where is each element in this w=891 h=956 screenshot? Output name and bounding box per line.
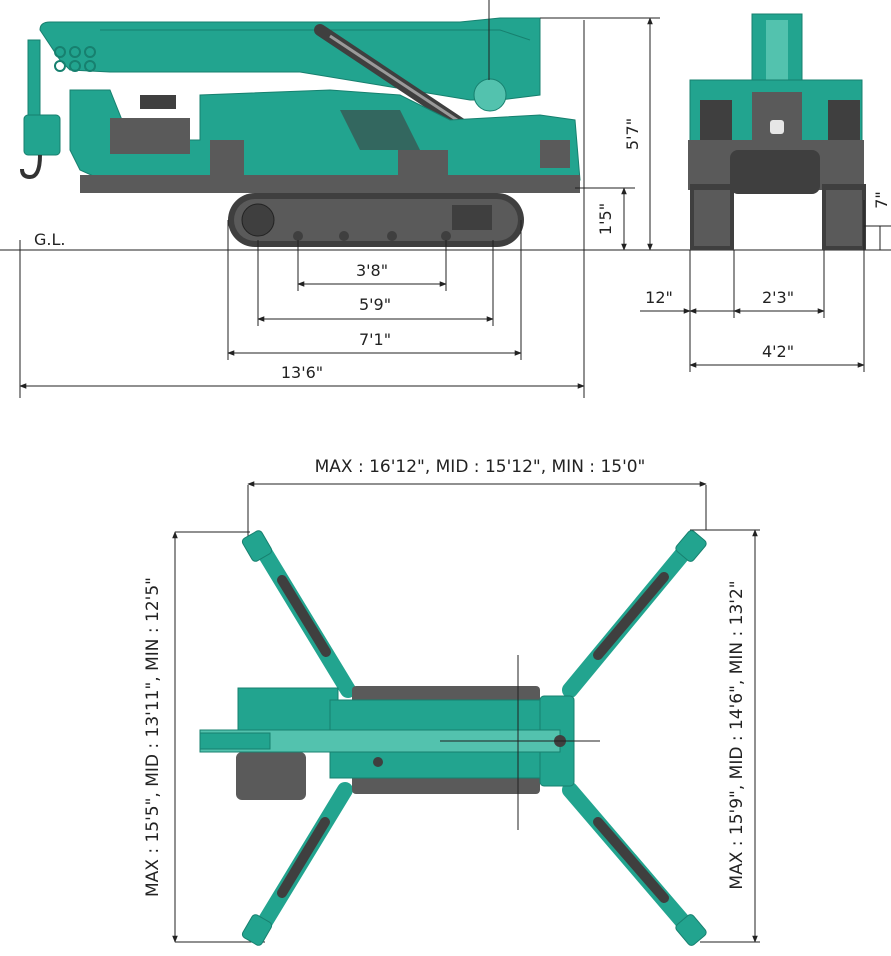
front-height-7in-label: 7" [872,191,891,209]
side-height-1ft5: 1'5" [596,187,627,251]
front-height-7in: 7" [872,191,891,250]
side-height-5ft7: 5'7" [623,17,653,251]
front-dim-2ft3: 2'3" [733,288,825,314]
hook-icon [20,154,42,180]
right-span-dimension: MAX : 15'9", MID : 14'6", MIN : 13'2" [690,529,760,943]
front-dim-12in-label: 12" [645,288,673,307]
side-dim-3ft8: 3'8" [297,261,447,287]
side-dim-7ft1: 7'1" [227,330,522,356]
side-dim-5ft9-label: 5'9" [359,295,391,314]
top-span-label: MAX : 16'12", MID : 15'12", MIN : 15'0" [315,457,646,477]
right-span-label: MAX : 15'9", MID : 14'6", MIN : 13'2" [727,580,747,889]
top-crane-body [199,655,600,830]
front-dim-12in: 12" [640,288,734,314]
side-height-5ft7-label: 5'7" [623,118,642,150]
crane-base [80,175,580,193]
side-dim-3ft8-label: 3'8" [356,261,388,280]
front-view: 12" 2'3" 4'2" 7" [640,13,891,372]
boom-tip-hooks [54,46,96,72]
side-dim-13ft6-label: 13'6" [281,363,323,382]
front-crane-body [688,13,866,250]
top-span-dimension: MAX : 16'12", MID : 15'12", MIN : 15'0" [247,457,707,540]
left-span-dimension: MAX : 15'5", MID : 13'11", MIN : 12'5" [143,531,265,943]
side-dim-13ft6: 13'6" [19,363,585,389]
top-view: MAX : 16'12", MID : 15'12", MIN : 15'0" … [143,457,760,946]
front-dim-4ft2-label: 4'2" [762,342,794,361]
luffing-cylinder [314,24,476,136]
side-dim-5ft9: 5'9" [257,295,494,322]
crane-boom [20,17,541,180]
crawler-track [228,193,524,247]
outrigger-legs [241,530,707,946]
front-dim-4ft2: 4'2" [689,342,865,368]
side-view: G.L. [0,0,891,398]
ground-level-label: G.L. [34,230,65,249]
left-span-label: MAX : 15'5", MID : 13'11", MIN : 12'5" [143,577,163,897]
crane-body [69,78,581,191]
side-dimension-guides [19,0,660,398]
front-dim-2ft3-label: 2'3" [762,288,794,307]
side-dim-7ft1-label: 7'1" [359,330,391,349]
side-height-1ft5-label: 1'5" [596,203,615,235]
